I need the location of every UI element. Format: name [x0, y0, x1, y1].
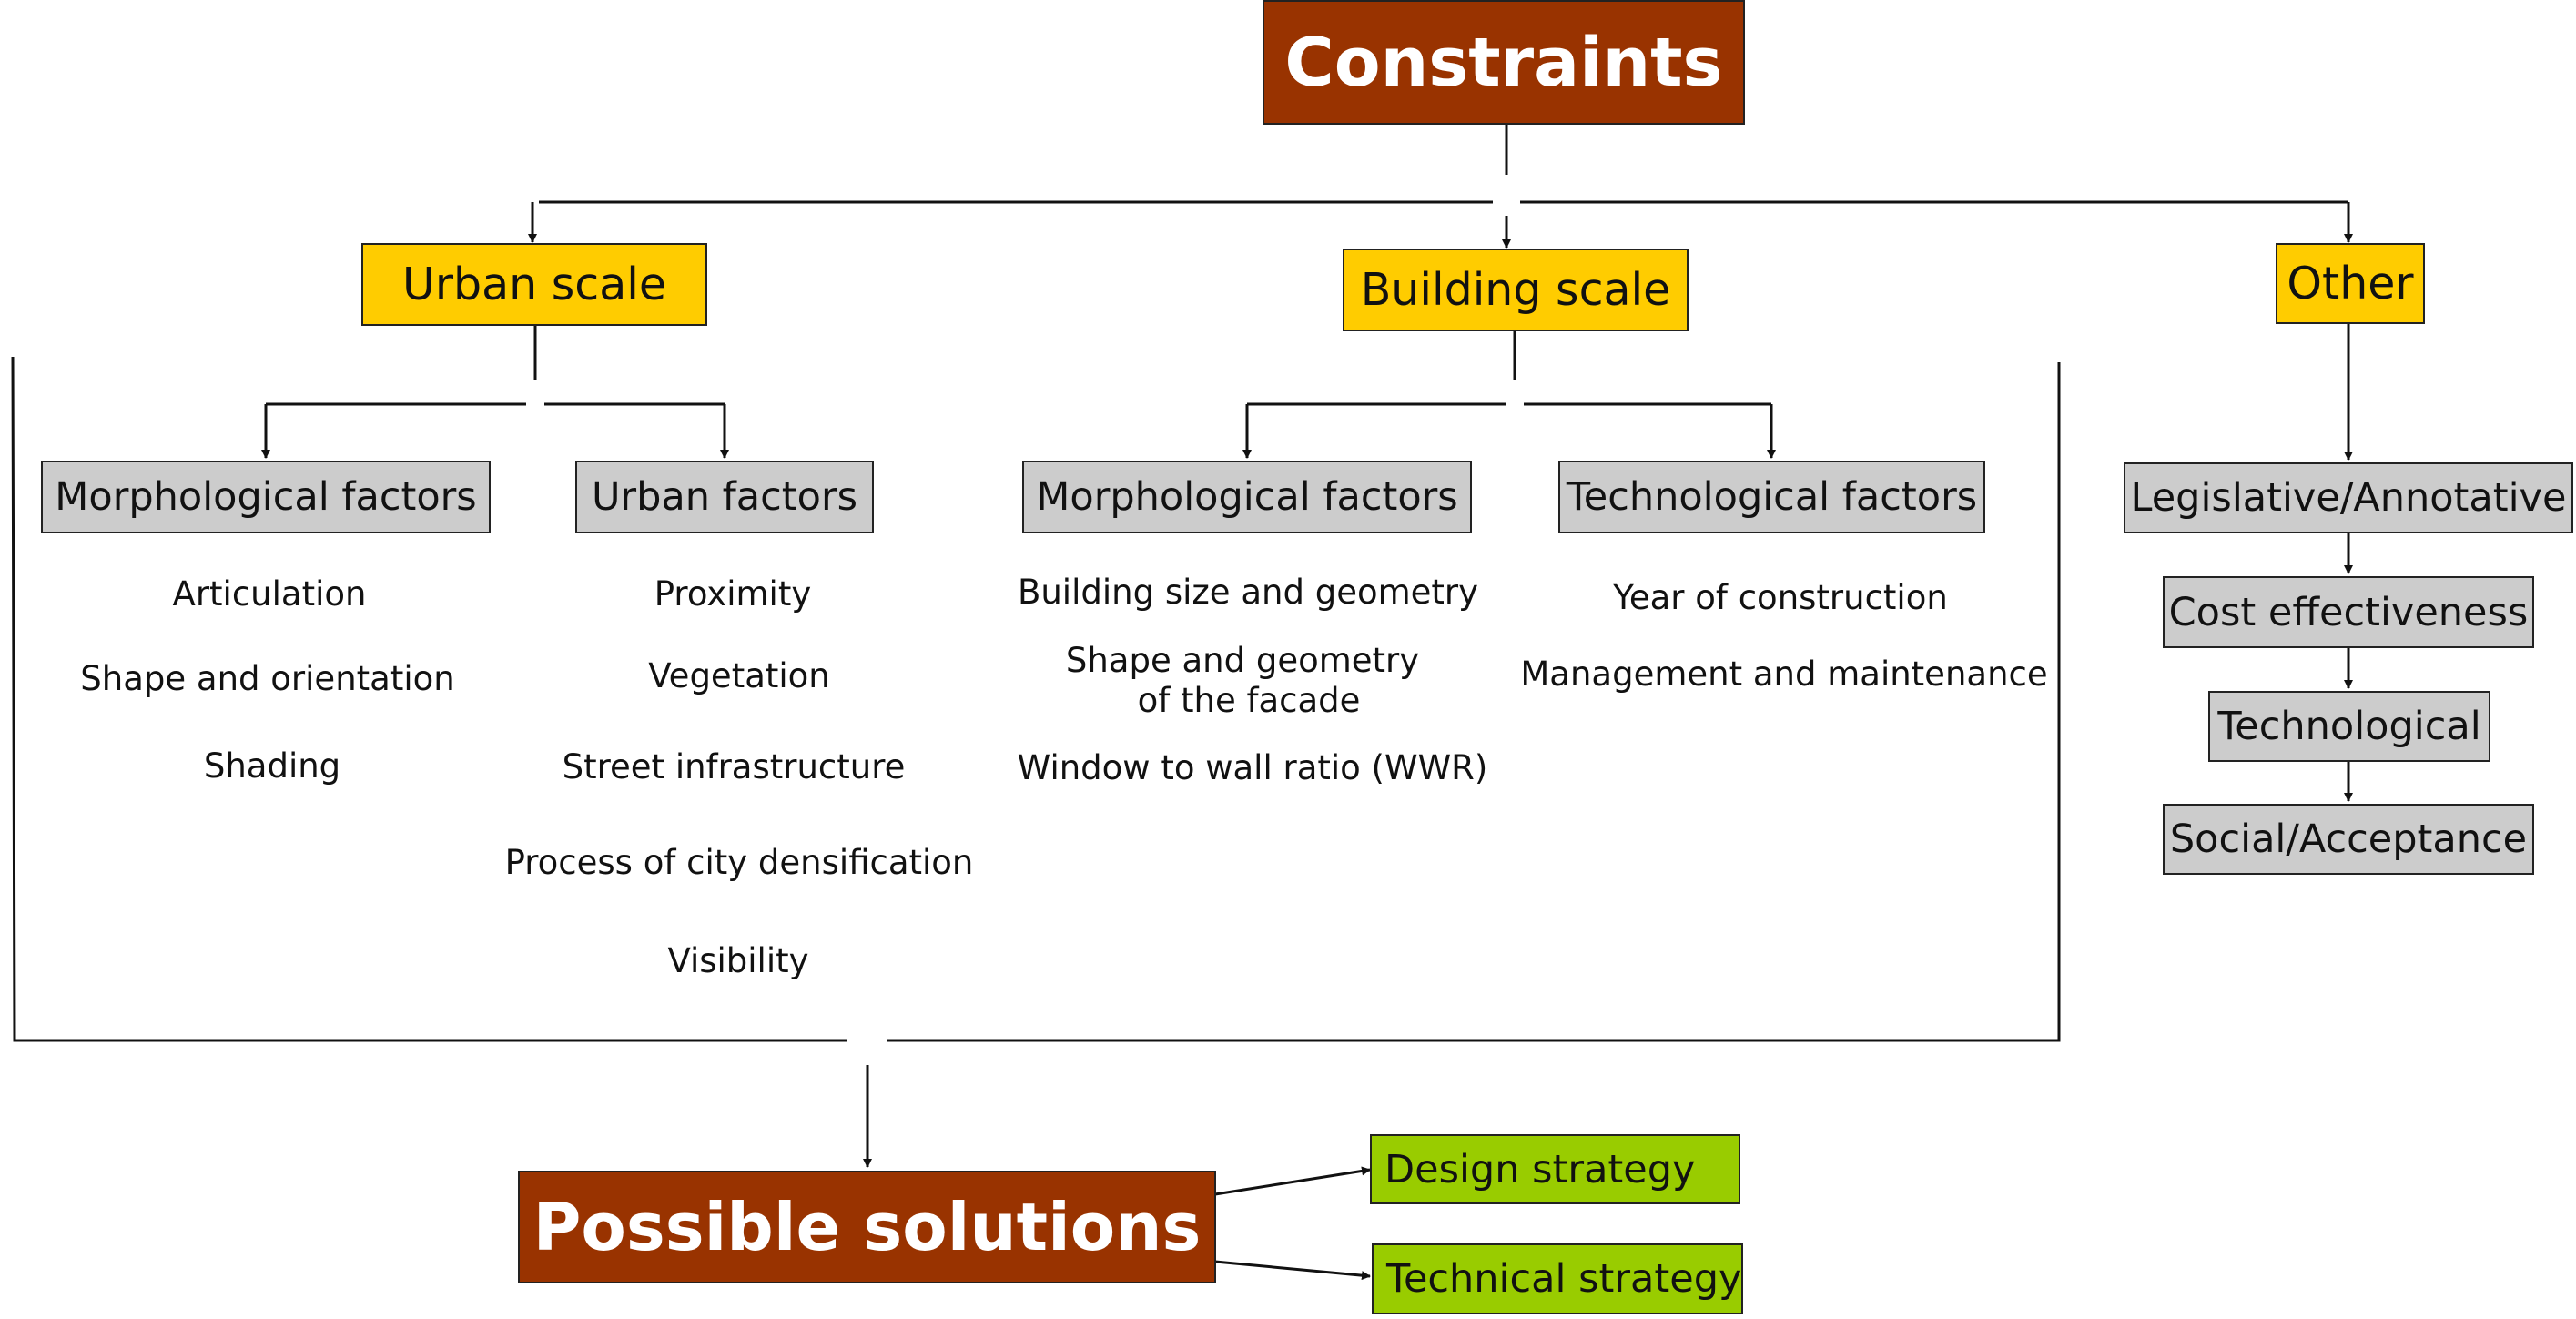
- building-scale-label: Building scale: [1360, 264, 1671, 316]
- urban-factors-box: Urban factors: [575, 461, 874, 533]
- technological-factor-item: Management and maintenance: [1520, 654, 2048, 694]
- building-morphological-factors-box: Morphological factors: [1022, 461, 1472, 533]
- arrow-to-technical-strategy: [1214, 1260, 1371, 1281]
- urban-scale-label: Urban scale: [401, 259, 667, 310]
- building-morphological-factors-label: Morphological factors: [1036, 474, 1458, 520]
- urban-factors-label: Urban factors: [591, 474, 858, 520]
- legislative-annotative-label: Legislative/Annotative: [2130, 475, 2567, 521]
- building-morph-item: Window to wall ratio (WWR): [1017, 748, 1488, 787]
- other-box: Other: [2276, 243, 2425, 324]
- grouping-bracket-right: [887, 362, 2061, 1042]
- constraints-box: Constraints: [1263, 0, 1745, 125]
- social-acceptance-box: Social/Acceptance: [2163, 804, 2534, 875]
- urban-scale-box: Urban scale: [361, 243, 707, 326]
- urban-morphological-factors-label: Morphological factors: [55, 474, 477, 520]
- other-label: Other: [2287, 258, 2414, 309]
- technological-label: Technological: [2217, 704, 2481, 749]
- technological-box: Technological: [2208, 691, 2490, 762]
- building-scale-box: Building scale: [1343, 249, 1689, 331]
- possible-solutions-box: Possible solutions: [518, 1171, 1216, 1283]
- building-morph-item: Building size and geometry: [1017, 573, 1479, 612]
- cost-effectiveness-box: Cost effectiveness: [2163, 576, 2534, 648]
- urban-morph-item: Shape and orientation: [80, 659, 455, 698]
- building-morph-item: of the facade: [1137, 681, 1361, 720]
- urban-morph-item: Articulation: [172, 574, 367, 614]
- cost-effectiveness-label: Cost effectiveness: [2168, 589, 2529, 635]
- technical-strategy-label: Technical strategy: [1386, 1256, 1742, 1302]
- technological-factor-item: Year of construction: [1613, 578, 1948, 617]
- possible-solutions-label: Possible solutions: [532, 1189, 1202, 1265]
- constraints-label: Constraints: [1284, 23, 1723, 102]
- urban-factor-item: Proximity: [654, 574, 812, 614]
- social-acceptance-label: Social/Acceptance: [2169, 817, 2528, 862]
- urban-morph-item: Shading: [203, 746, 341, 786]
- urban-factor-item: Vegetation: [648, 656, 830, 695]
- arrow-to-design-strategy: [1214, 1166, 1371, 1196]
- urban-factor-item: Process of city densification: [504, 843, 974, 882]
- design-strategy-label: Design strategy: [1384, 1146, 1696, 1192]
- technical-strategy-box: Technical strategy: [1372, 1243, 1743, 1314]
- building-morph-item: Shape and geometry: [1065, 641, 1420, 680]
- design-strategy-box: Design strategy: [1370, 1134, 1740, 1204]
- technological-factors-box: Technological factors: [1558, 461, 1985, 533]
- grouping-bracket-left: [11, 356, 847, 1042]
- legislative-annotative-box: Legislative/Annotative: [2124, 462, 2573, 533]
- urban-factor-item: Street infrastructure: [562, 747, 906, 786]
- urban-factor-item: Visibility: [667, 941, 809, 980]
- technological-factors-label: Technological factors: [1566, 474, 1978, 520]
- urban-morphological-factors-box: Morphological factors: [41, 461, 491, 533]
